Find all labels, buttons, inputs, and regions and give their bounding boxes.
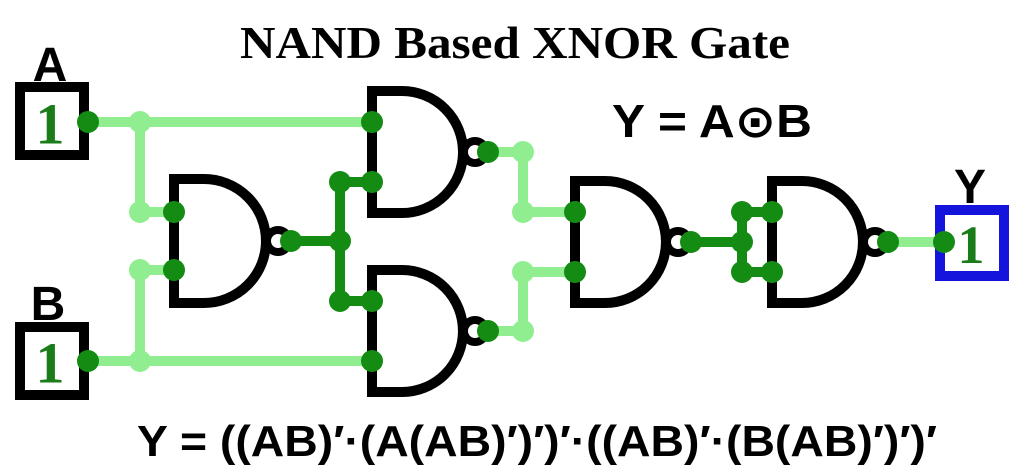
terminal-dot bbox=[933, 231, 955, 253]
terminal-dot bbox=[477, 141, 499, 163]
terminal-dot bbox=[761, 201, 783, 223]
nand-gate-2-body bbox=[367, 86, 468, 218]
wire-nand3-out-to-nand4 bbox=[483, 267, 580, 336]
input-a: A 1 bbox=[15, 39, 89, 160]
terminal-dot bbox=[361, 111, 383, 133]
wire-b-branch-to-nand1 bbox=[135, 265, 179, 366]
nand-gate-1-body bbox=[169, 174, 271, 308]
output-y: Y 1 bbox=[935, 161, 1009, 281]
boolean-expression: Y = ((AB)′·(A(AB)′)′)′·((AB)′·(B(AB)′)′)… bbox=[137, 417, 937, 466]
terminal-dot bbox=[361, 350, 383, 372]
nand-gate-5-body bbox=[767, 176, 868, 308]
input-a-value: 1 bbox=[36, 92, 65, 157]
terminal-dot bbox=[163, 259, 185, 281]
nand-gate-1 bbox=[169, 174, 293, 308]
nand-gate-2 bbox=[367, 86, 490, 218]
junction-dot bbox=[731, 201, 753, 223]
terminal-dot bbox=[680, 231, 702, 253]
nand-gate-5 bbox=[767, 176, 890, 308]
junction-dot bbox=[129, 111, 151, 133]
terminal-dot bbox=[564, 261, 586, 283]
diagram-title: NAND Based XNOR Gate bbox=[240, 17, 790, 68]
output-y-value: 1 bbox=[958, 215, 985, 275]
input-b: B 1 bbox=[15, 278, 89, 400]
nand-gate-4 bbox=[570, 176, 693, 308]
wire-a-branch-to-nand1 bbox=[135, 117, 179, 217]
junction-dot bbox=[731, 261, 753, 283]
terminal-dot bbox=[77, 350, 99, 372]
terminal-dot bbox=[761, 261, 783, 283]
xnor-symbolic-equation: Y = A⊙B bbox=[612, 95, 812, 147]
terminal-dot bbox=[77, 111, 99, 133]
junction-dot bbox=[329, 171, 351, 193]
junction-dot bbox=[129, 201, 151, 223]
junction-dot bbox=[512, 201, 534, 223]
nand-gate-4-body bbox=[570, 176, 671, 308]
terminal-dot bbox=[163, 201, 185, 223]
junction-dot bbox=[512, 261, 534, 283]
terminal-dot bbox=[280, 230, 302, 252]
terminal-dot bbox=[361, 290, 383, 312]
terminal-dot bbox=[877, 231, 899, 253]
junction-dots bbox=[77, 111, 955, 372]
nand-gate-3-body bbox=[367, 265, 468, 397]
junction-dot bbox=[329, 290, 351, 312]
wire-nand2-out-to-nand4 bbox=[483, 147, 580, 217]
junction-dot bbox=[512, 141, 534, 163]
junction-dot bbox=[731, 231, 753, 253]
terminal-dot bbox=[564, 201, 586, 223]
input-b-value: 1 bbox=[36, 331, 65, 396]
junction-dot bbox=[129, 350, 151, 372]
terminal-dot bbox=[361, 171, 383, 193]
terminal-dot bbox=[477, 320, 499, 342]
junction-dot bbox=[512, 320, 534, 342]
junction-dot bbox=[329, 230, 351, 252]
nand-gate-3 bbox=[367, 265, 490, 397]
junction-dot bbox=[129, 259, 151, 281]
